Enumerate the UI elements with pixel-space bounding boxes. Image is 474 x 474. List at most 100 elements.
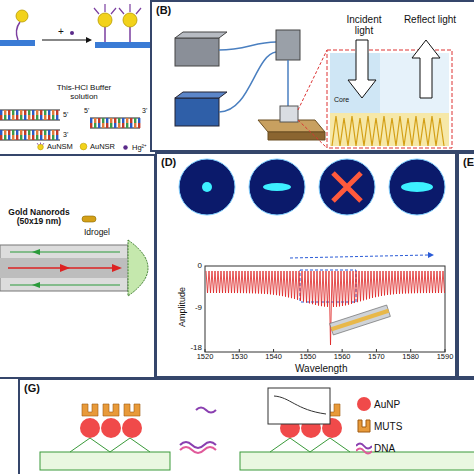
legend-text: AuNSM: [47, 142, 73, 151]
panel-d-art: [179, 159, 445, 352]
panel-a-art: [0, 4, 150, 140]
legend-item: MUTS: [356, 418, 402, 434]
base: [126, 118, 128, 123]
base: [52, 110, 54, 115]
tick-label: 1590: [433, 353, 457, 361]
base: [28, 110, 30, 115]
base: [28, 130, 30, 135]
base: [114, 118, 116, 123]
base: [130, 118, 132, 123]
base: [48, 115, 50, 120]
base: [8, 110, 10, 115]
base: [40, 115, 42, 120]
base: [16, 130, 18, 135]
tick-label: -9: [180, 304, 202, 313]
base: [0, 130, 2, 135]
base: [118, 118, 120, 123]
tick-label: 1530: [227, 353, 251, 361]
axis-title: Amplitude: [178, 267, 188, 347]
base: [90, 118, 92, 123]
legend-item: AuNP: [356, 396, 400, 412]
dna-strands: [0, 110, 140, 140]
panel-frame: (E: [457, 152, 474, 378]
base: [12, 135, 14, 140]
base: [130, 123, 132, 128]
base: [20, 130, 22, 135]
tick-label: 1550: [296, 353, 320, 361]
tick-label: 1520: [193, 353, 217, 361]
base: [28, 115, 30, 120]
base: [20, 135, 22, 140]
legend-text: AuNSR: [90, 142, 115, 151]
base: [134, 123, 136, 128]
base: [0, 115, 2, 120]
base: [56, 110, 58, 115]
base: [12, 130, 14, 135]
base: [44, 115, 46, 120]
base: [36, 115, 38, 120]
base: [16, 115, 18, 120]
tick-label: 1560: [330, 353, 354, 361]
base: [48, 135, 50, 140]
base: [28, 135, 30, 140]
base: [8, 130, 10, 135]
legend-text: DNA: [374, 443, 395, 454]
base: [40, 130, 42, 135]
hydrogel-label: Idrogel: [84, 228, 110, 237]
base: [8, 135, 10, 140]
panel-label: (G): [24, 382, 40, 394]
base: [118, 123, 120, 128]
base: [12, 115, 14, 120]
base: [32, 110, 34, 115]
base: [4, 130, 6, 135]
base: [44, 135, 46, 140]
base: [32, 130, 34, 135]
legend-symbol: [356, 418, 372, 434]
light-label: Incident light: [336, 14, 392, 36]
panel-b-art: [175, 30, 452, 148]
base: [102, 118, 104, 123]
tick: [239, 349, 240, 352]
axis-title: Wavelength: [295, 363, 347, 374]
base: [98, 118, 100, 123]
base: [4, 135, 6, 140]
legend-item: AuNSM: [36, 142, 73, 151]
base: [122, 118, 124, 123]
legend-text: MUTS: [374, 421, 402, 432]
panel-frame: (G): [18, 378, 474, 474]
base: [138, 118, 140, 123]
tick: [273, 349, 274, 352]
strand-end: 5': [63, 111, 68, 119]
base: [32, 115, 34, 120]
tick: [307, 349, 308, 352]
base: [4, 115, 6, 120]
base: [44, 130, 46, 135]
base: [36, 110, 38, 115]
base: [24, 110, 26, 115]
base: [134, 118, 136, 123]
base: [48, 110, 50, 115]
base: [106, 118, 108, 123]
base: [16, 135, 18, 140]
spectrum-line: [206, 271, 445, 345]
legend-text: Hg²⁺: [132, 142, 147, 152]
legend-item: DNA: [356, 440, 395, 456]
legend-symbol: [79, 142, 88, 151]
base: [20, 115, 22, 120]
tick-label: 0: [180, 262, 202, 271]
base: [8, 115, 10, 120]
base: [94, 118, 96, 123]
tick-label: 1570: [364, 353, 388, 361]
panel-g-art: [40, 388, 474, 470]
buffer-label: This-HCl Buffer solution: [46, 84, 122, 102]
base: [52, 130, 54, 135]
base: [16, 110, 18, 115]
base: [40, 110, 42, 115]
tick: [410, 349, 411, 352]
base: [110, 123, 112, 128]
base: [32, 135, 34, 140]
legend-item: Hg²⁺: [121, 142, 147, 152]
base: [52, 115, 54, 120]
